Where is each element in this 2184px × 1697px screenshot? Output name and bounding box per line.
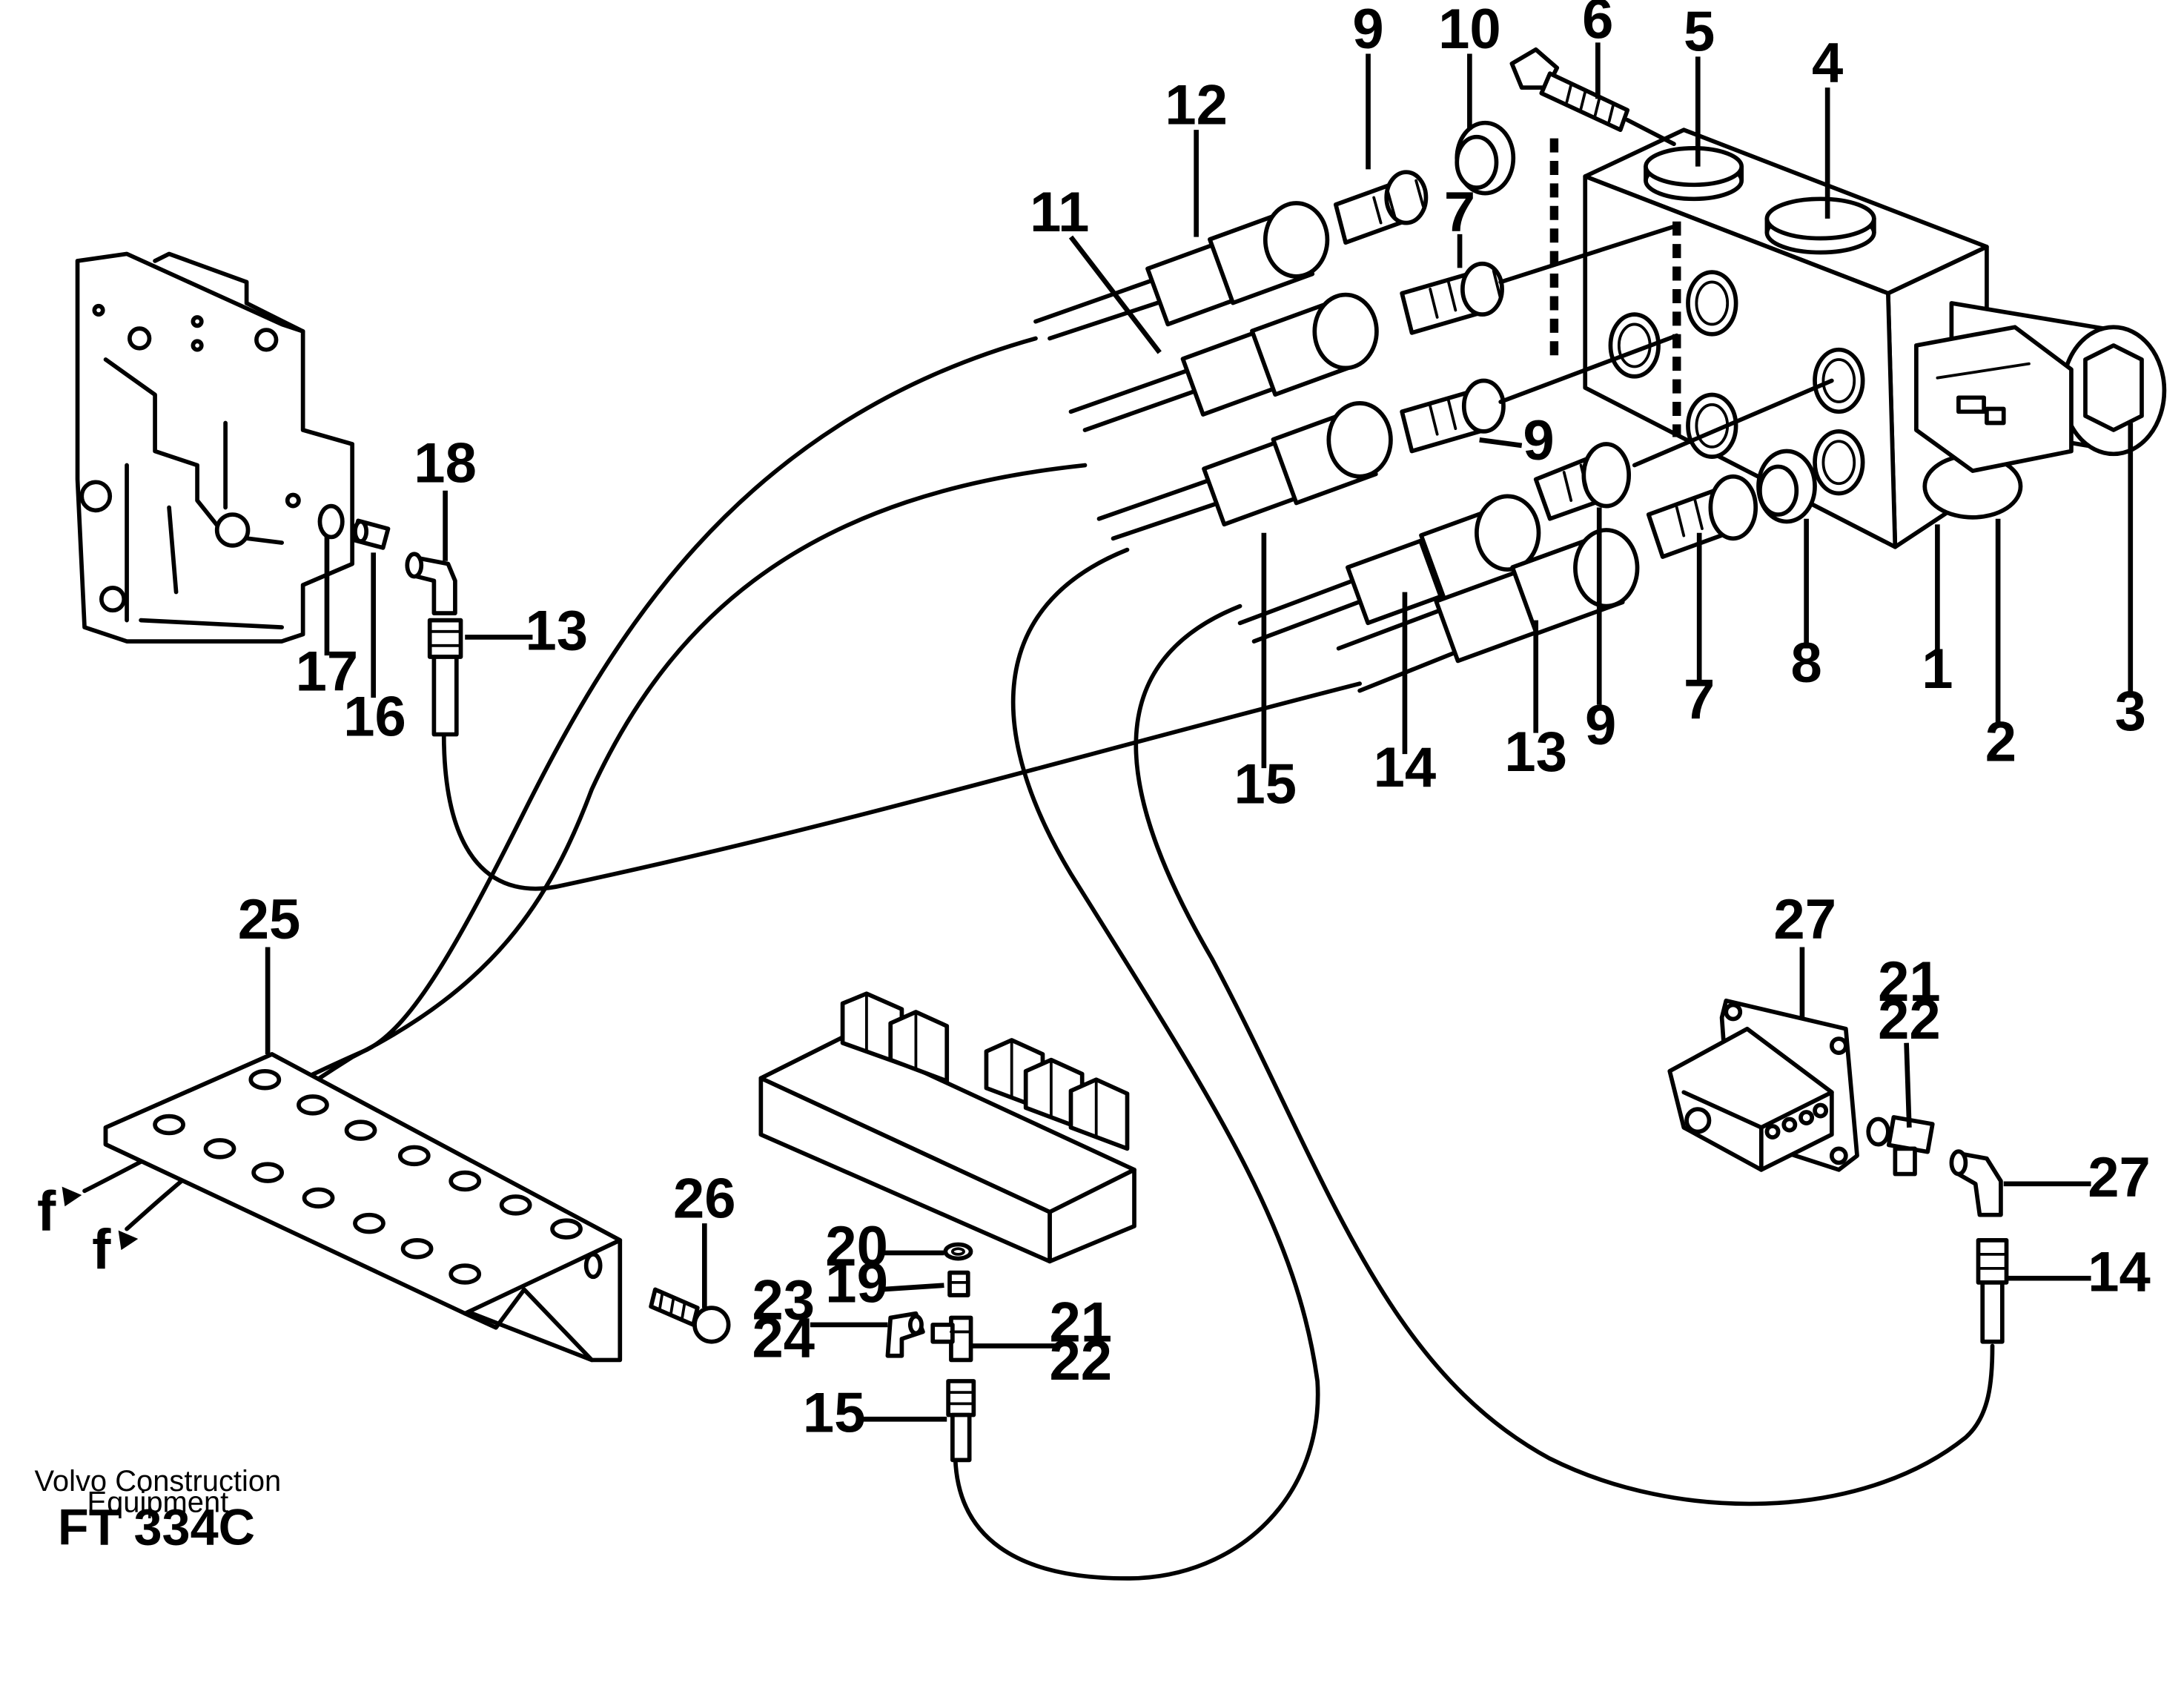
label-part-27-top: 27 [1773,888,1836,951]
continuation-arrow-f-1 [62,1186,82,1207]
label-part-19: 19 [825,1252,888,1315]
label-part-22-center: 22 [1050,1329,1113,1392]
label-ref-f-2: f [92,1218,111,1281]
control-valve-housing [75,251,355,644]
label-part-9-bottom: 9 [1585,694,1616,757]
label-part-27-right: 27 [2088,1146,2151,1209]
bolt-6 [1509,47,1676,147]
label-part-2: 2 [1985,711,2016,774]
label-part-21-center: 21 [1050,1291,1113,1354]
footer-caption: Volvo Construction Equipment FT 334C [35,1465,282,1555]
label-part-11: 11 [1030,181,1089,244]
elbow-23-24 [885,1311,925,1358]
hose-12 [1033,170,1429,341]
label-part-13-right: 13 [1504,721,1567,784]
company-name-line2: Equipment [87,1486,228,1519]
label-part-24: 24 [752,1307,815,1370]
label-ref-f-1: f [37,1180,56,1243]
label-part-20: 20 [825,1215,888,1278]
label-part-16: 16 [343,685,406,748]
label-part-7-top: 7 [1444,181,1475,244]
mounting-bracket-25 [103,1052,623,1363]
label-part-25: 25 [238,888,301,951]
solenoid-manifold-block [758,991,1136,1264]
elbow-27 [1949,1149,2003,1217]
pressure-sensor-27 [1667,998,1859,1172]
label-part-4: 4 [1812,32,1843,95]
hose-end-13 [427,618,463,737]
label-part-10: 10 [1438,0,1501,61]
label-part-22-right: 22 [1878,988,1941,1051]
seal-ring-8 [1756,449,1817,524]
adapter-19 [947,1270,970,1297]
bolt-26 [649,1287,731,1344]
tee-fitting-21-22-right [1866,1115,1935,1177]
continuation-arrow-f-2 [118,1230,139,1251]
label-part-3: 3 [2115,680,2146,743]
drawing-code: FT 334C [58,1499,255,1555]
tee-fitting-21-22 [930,1315,973,1363]
seal-washer-20 [943,1242,973,1261]
label-part-1: 1 [1922,638,1953,701]
nipple-16 [351,518,391,550]
label-part-7-bottom: 7 [1684,669,1715,732]
label-part-13-left: 13 [525,600,588,663]
hose-end-15 [946,1379,976,1463]
hose-routes [82,336,1995,1581]
hose-11 [1068,223,1679,432]
seal-ring-17 [317,503,345,540]
hose-end-14 [1976,1238,2009,1344]
valve-block [1509,47,2167,549]
label-part-21-right: 21 [1878,950,1941,1013]
label-part-23: 23 [752,1268,815,1332]
leader-lines [265,42,2134,1422]
part-number-labels: 6 5 4 10 9 12 11 7 9 1 2 3 8 7 9 13 14 1… [37,0,2151,1444]
label-part-17: 17 [296,641,359,704]
plug-cap-4 [1764,196,1876,255]
hose-13 [1336,474,1758,693]
label-part-15-bottom: 15 [803,1381,866,1444]
label-part-9-mid: 9 [1523,409,1554,472]
label-part-26: 26 [673,1167,736,1230]
label-part-12: 12 [1165,74,1228,137]
label-part-6: 6 [1582,0,1613,51]
label-part-14-top: 14 [1374,736,1437,799]
label-part-8: 8 [1790,632,1821,695]
label-part-5: 5 [1684,1,1715,64]
hose-15 [1096,333,1679,541]
label-part-18: 18 [414,431,477,494]
seal-ring-10 [1455,120,1516,196]
label-part-14-right: 14 [2088,1240,2151,1303]
solenoid-valve [1914,301,2167,520]
label-part-15-top: 15 [1234,753,1297,816]
plug-cap-5 [1644,146,1744,202]
elbow-18 [405,552,457,615]
company-name-line1: Volvo Construction [35,1465,282,1498]
label-part-9-top: 9 [1352,0,1383,61]
